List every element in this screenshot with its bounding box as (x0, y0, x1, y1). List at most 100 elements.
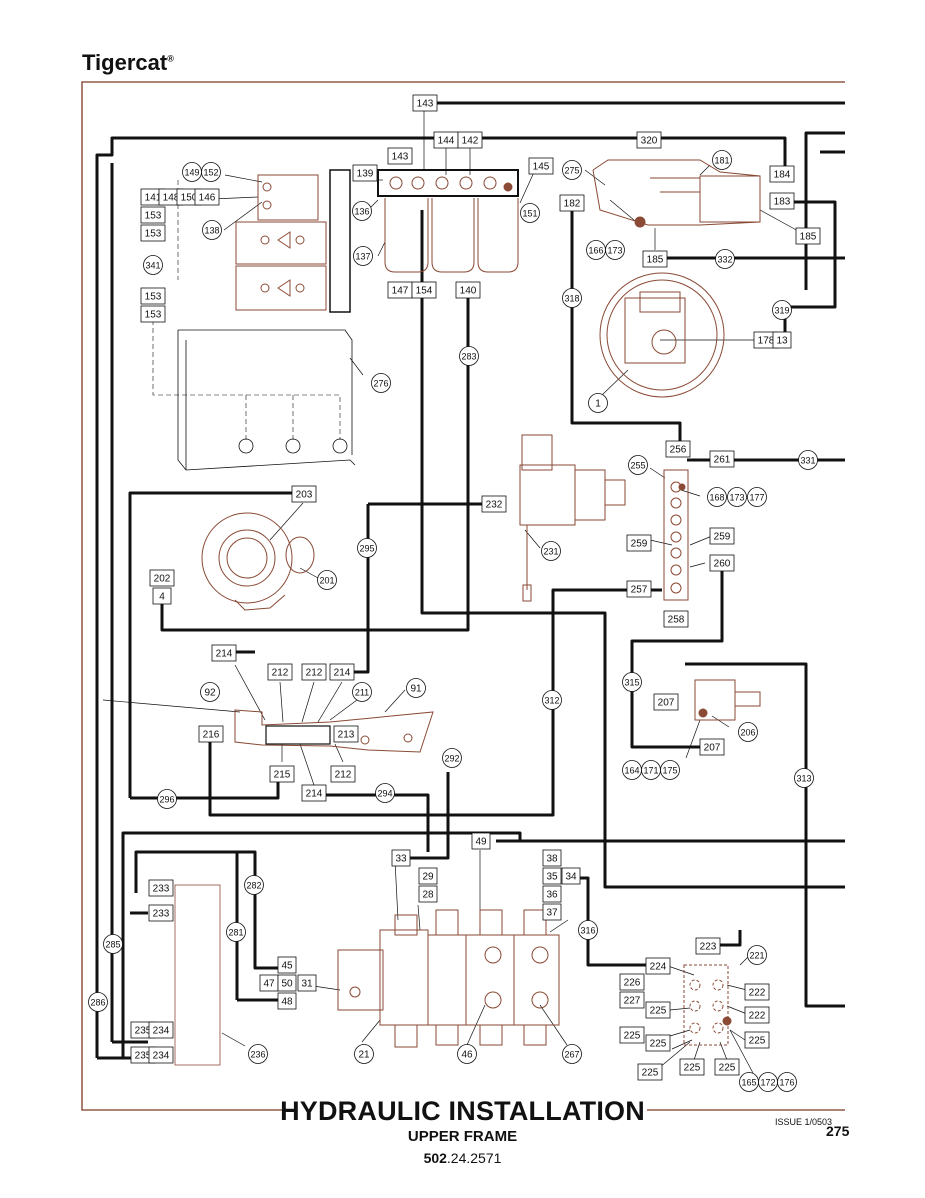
callout-label: 234 (153, 1026, 170, 1037)
callout-circle-295: 295 (357, 538, 377, 558)
callout-box-153: 153 (140, 305, 166, 323)
callout-box-28: 28 (418, 885, 438, 903)
callout-box-258: 258 (663, 610, 689, 628)
callout-label: 316 (580, 926, 595, 936)
callout-box-225: 225 (645, 1001, 671, 1019)
pump-231 (519, 434, 626, 602)
callout-label: 259 (714, 532, 731, 543)
callout-label: 332 (717, 255, 732, 265)
callout-label: 138 (204, 226, 219, 236)
callout-label: 282 (246, 881, 261, 891)
callout-box-320: 320 (636, 131, 662, 149)
callout-label: 225 (684, 1063, 701, 1074)
callout-circle-181: 181 (712, 150, 732, 170)
callout-label: 221 (749, 951, 764, 961)
callout-box-13: 13 (772, 331, 792, 349)
callout-box-213: 213 (333, 725, 359, 743)
callout-circle-171: 171 (641, 760, 661, 780)
callout-box-184: 184 (769, 165, 795, 183)
callout-label: 50 (281, 979, 293, 990)
callout-label: 341 (145, 261, 160, 271)
callout-label: 168 (709, 493, 724, 503)
callout-box-33: 33 (391, 849, 411, 867)
callout-label: 292 (444, 754, 459, 764)
callout-box-143: 143 (387, 147, 413, 165)
callout-box-207: 207 (653, 693, 679, 711)
leader-lines (102, 108, 801, 1074)
callout-box-234: 234 (148, 1021, 174, 1039)
callout-box-214: 214 (301, 784, 327, 802)
callout-label: 331 (800, 456, 815, 466)
manifold-236 (174, 884, 221, 1066)
callout-label: 295 (359, 544, 374, 554)
callout-label: 172 (760, 1078, 775, 1088)
callout-label: 142 (462, 136, 479, 147)
callout-label: 207 (704, 743, 721, 754)
callout-box-31: 31 (297, 974, 317, 992)
callout-label: 259 (631, 539, 648, 550)
callout-box-145: 145 (528, 157, 554, 175)
callout-label: 312 (544, 696, 559, 706)
callout-label: 181 (714, 156, 729, 166)
callout-label: 13 (776, 336, 788, 347)
callout-label: 173 (607, 246, 622, 256)
callout-circle-211: 211 (352, 682, 372, 702)
callout-label: 222 (749, 1011, 766, 1022)
callout-label: 313 (796, 774, 811, 784)
callout-circle-315: 315 (622, 672, 642, 692)
callout-label: 257 (631, 585, 648, 596)
issue-label: ISSUE 1/0503 (775, 1117, 833, 1127)
callout-label: 136 (354, 207, 369, 217)
callout-circle-236: 236 (248, 1044, 268, 1064)
callout-label: 286 (90, 998, 105, 1008)
callout-label: 147 (392, 286, 409, 297)
callout-label: 214 (306, 789, 323, 800)
callout-box-259: 259 (709, 527, 735, 545)
callout-label: 207 (658, 698, 675, 709)
callout-box-233: 233 (148, 904, 174, 922)
callout-label: 175 (662, 766, 677, 776)
callout-label: 141 (145, 193, 162, 204)
callout-label: 235 (135, 1051, 152, 1062)
callout-box-225: 225 (679, 1058, 705, 1076)
callout-label: 234 (153, 1051, 170, 1062)
brand-name: Tigercat (82, 50, 168, 75)
callout-label: 225 (719, 1063, 736, 1074)
control-valve-21 (337, 909, 560, 1048)
callout-box-216: 216 (198, 725, 224, 743)
callout-label: 267 (564, 1050, 579, 1060)
callout-label: 215 (274, 770, 291, 781)
callout-label: 223 (700, 942, 717, 953)
callout-circle-294: 294 (375, 783, 395, 803)
callout-label: 227 (624, 996, 641, 1007)
callout-box-153: 153 (140, 287, 166, 305)
callout-label: 182 (564, 199, 581, 210)
callout-label: 294 (377, 789, 392, 799)
callout-label: 21 (358, 1050, 370, 1061)
bracket-181 (592, 159, 761, 228)
callout-label: 233 (153, 909, 170, 920)
components (174, 159, 761, 1066)
callout-box-146: 146 (194, 188, 220, 206)
callout-label: 151 (522, 209, 537, 219)
callout-label: 216 (203, 730, 220, 741)
callout-circle-151: 151 (520, 203, 540, 223)
callout-circle-91: 91 (406, 678, 426, 698)
callout-circle-136: 136 (352, 201, 372, 221)
callout-circle-275: 275 (562, 160, 582, 180)
callout-label: 153 (145, 310, 162, 321)
callout-label: 283 (461, 352, 476, 362)
callout-label: 91 (410, 684, 422, 695)
callout-label: 37 (546, 908, 558, 919)
callout-label: 225 (650, 1006, 667, 1017)
valve-stack-part-138 (235, 174, 327, 311)
callout-label: 261 (714, 455, 731, 466)
callout-label: 318 (564, 294, 579, 304)
callout-label: 233 (153, 884, 170, 895)
callout-box-203: 203 (291, 485, 317, 503)
callout-circle-177: 177 (747, 487, 767, 507)
callout-box-226: 226 (619, 973, 645, 991)
callout-label: 46 (461, 1050, 473, 1061)
